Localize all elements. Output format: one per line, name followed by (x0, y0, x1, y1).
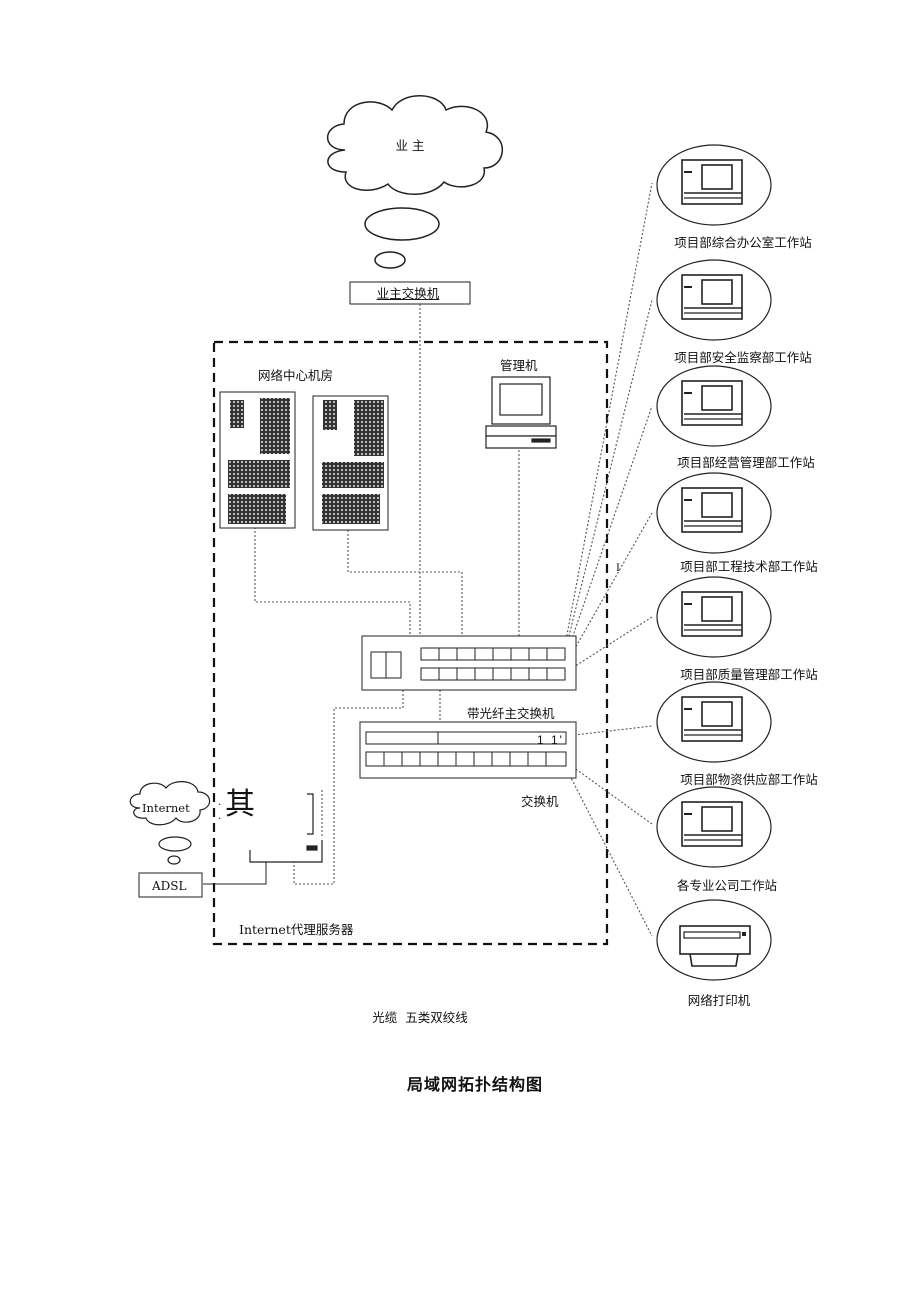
adsl-link (203, 862, 267, 885)
svg-text:·: · (218, 800, 221, 811)
workstation-6-icon (656, 681, 772, 763)
owner-switch-label: 业主交换机 (376, 286, 440, 301)
management-pc-icon (485, 376, 557, 449)
server-rack-left-icon (219, 391, 296, 529)
port-mark: 1 1' (537, 733, 564, 747)
fiber-switch-label: 带光纤主交换机 (467, 706, 555, 721)
owner-switch-box (349, 281, 471, 305)
workstation-3-icon (656, 365, 772, 447)
diagram-title: 局域网拓扑结构图 (406, 1075, 544, 1094)
cabling (254, 182, 653, 937)
internet-bubble-large-icon (158, 836, 192, 852)
workstation-label-6: 项目部物资供应部工作站 (680, 772, 818, 787)
internet-label: Internet (142, 801, 190, 815)
workstation-label-3: 项目部经营管理部工作站 (677, 455, 815, 470)
proxy-server-icon (249, 793, 323, 863)
server-rack-right-icon (312, 395, 389, 531)
workstation-label-1: 项目部综合办公室工作站 (674, 235, 812, 250)
adsl-box (138, 872, 203, 898)
workstation-label-2: 项目部安全监察部工作站 (674, 350, 812, 365)
switch-label: 交换机 (521, 794, 559, 809)
workstation-label-7: 各专业公司工作站 (676, 878, 778, 893)
workstation-7-icon (656, 786, 772, 868)
workstation-4-icon (656, 472, 772, 554)
workstation-1-icon (656, 144, 772, 226)
workstation-label-5: 项目部质量管理部工作站 (680, 667, 818, 682)
internet-cloud-icon (129, 781, 211, 826)
svg-text:·: · (218, 814, 221, 825)
network-boundary (212, 340, 609, 946)
owner-cloud-label: 业 主 (395, 138, 425, 153)
adsl-label: ADSL (152, 879, 187, 893)
internet-bubble-small-icon (167, 855, 181, 865)
cloud-bubble-large-icon (364, 207, 440, 241)
fiber-main-switch-icon (361, 635, 577, 691)
switch-icon (359, 721, 577, 779)
workstation-2-icon (656, 259, 772, 341)
proxy-glyph: 其 (225, 787, 255, 822)
legend: 光缆 五类双绞线 (372, 1010, 468, 1025)
management-pc-label: 管理机 (500, 358, 538, 373)
network-center-label: 网络中心机房 (258, 368, 334, 383)
printer-icon (656, 899, 772, 981)
cloud-bubble-small-icon (374, 251, 406, 269)
workstation-ovals (656, 144, 772, 981)
workstation-5-icon (656, 576, 772, 658)
workstation-label-4: 项目部工程技术部工作站 (680, 559, 818, 574)
printer-label: 网络打印机 (687, 993, 751, 1008)
owner-cloud-icon (327, 95, 504, 195)
proxy-server-label: Internet代理服务器 (239, 922, 354, 937)
tick-mark: I (616, 563, 620, 574)
